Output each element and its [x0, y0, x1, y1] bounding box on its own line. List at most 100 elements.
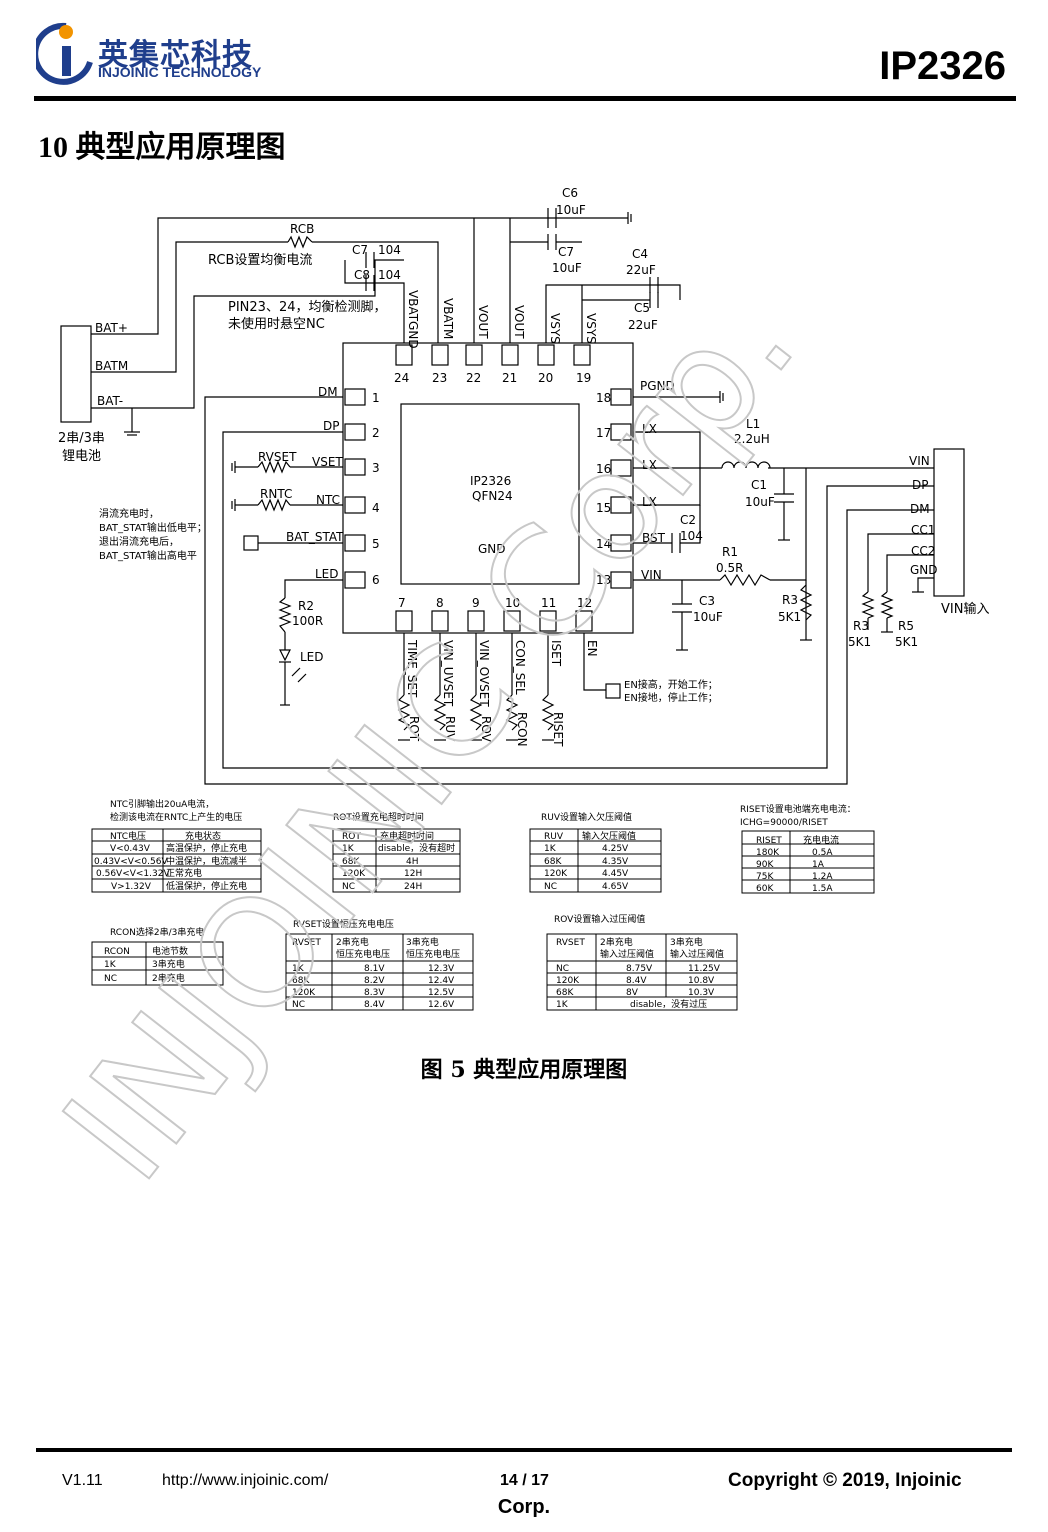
- r3b-label: R3: [853, 619, 869, 633]
- ground-symbols: [124, 212, 924, 741]
- table-rov-cell: 8V: [626, 988, 639, 998]
- logo-dot: [59, 25, 73, 39]
- c7b-value: 10uF: [552, 261, 582, 275]
- table-rvset-cell: 8.3V: [364, 988, 385, 998]
- table-rov-grid: [546, 933, 738, 1011]
- pin-num-11: 11: [541, 596, 556, 610]
- footer-url[interactable]: http://www.injoinic.com/: [162, 1472, 329, 1489]
- pin-name-7: TIME_SET: [405, 639, 419, 698]
- table-rvset-cell: 8.1V: [364, 964, 385, 974]
- table-rvset-cell: 1K: [292, 964, 305, 974]
- table-ruv-cell: 68K: [544, 857, 562, 867]
- footer-version: V1.11: [62, 1472, 103, 1489]
- table-rot-title: ROT设置充电超时时间: [333, 811, 424, 823]
- pin-num-24: 24: [394, 371, 409, 385]
- table-rvset-cell: 12.6V: [428, 1000, 455, 1010]
- table-riset-title-2: ICHG=90000/RISET: [740, 818, 828, 828]
- pin-num-18: 18: [596, 391, 611, 405]
- table-rov-cell: 1K: [556, 1000, 569, 1010]
- table-ntc-header-0: NTC电压: [110, 830, 146, 842]
- c8-value: 104: [378, 268, 401, 282]
- usb-label-dp: DP: [912, 478, 928, 492]
- pin-num-8: 8: [436, 596, 444, 610]
- wire-cc1: [867, 533, 934, 592]
- resistor-rov-label: ROV: [479, 716, 493, 743]
- wire-led: [284, 579, 343, 598]
- table-ntc-title-1: NTC引脚输出20uA电流，: [110, 798, 214, 810]
- chip-pad: [400, 403, 580, 585]
- usb-label-cc2: CC2: [911, 544, 935, 558]
- c7a-label: C7: [352, 243, 368, 257]
- footer-rule: [36, 1448, 1012, 1452]
- resistor-rcb: [287, 235, 313, 249]
- c4-value: 22uF: [626, 263, 656, 277]
- resistor-ruv-label: RUV: [443, 716, 457, 742]
- table-rot-header-1: 充电超时时间: [380, 830, 434, 842]
- table-ntc-cell: 低温保护，停止充电: [166, 880, 247, 892]
- chip-gnd: GND: [478, 542, 506, 556]
- en-pad: [605, 683, 621, 699]
- wire-pin12: [583, 633, 606, 691]
- pin-num-10: 10: [505, 596, 520, 610]
- inductor-l1: [721, 461, 771, 469]
- r5-value: 5K1: [895, 635, 918, 649]
- pin-pads: [344, 344, 632, 632]
- table-rov-cell: 10.8V: [688, 976, 715, 986]
- r2-label: R2: [298, 599, 314, 613]
- table-rvset-cell: 12.3V: [428, 964, 455, 974]
- table-rot-cell: 120K: [342, 869, 366, 879]
- table-rov-cell: 11.25V: [688, 964, 721, 974]
- wire-bat-plus: [91, 217, 628, 335]
- rcb-label: RCB: [290, 222, 314, 236]
- resistor-r5: [880, 591, 894, 619]
- c7a-value: 104: [378, 243, 401, 257]
- table-ruv-header-0: RUV: [544, 832, 564, 842]
- c6-value: 10uF: [556, 203, 586, 217]
- table-riset-title-1: RISET设置电池端充电电流：: [740, 803, 856, 815]
- c5-label: C5: [634, 301, 650, 315]
- table-rot-cell: 4H: [406, 857, 419, 867]
- table-ntc-cell: 0.43V<V<0.56V: [94, 857, 168, 867]
- resistor-riset-label: RISET: [551, 712, 565, 747]
- table-rvset-header-2: 3串充电恒压充电电压: [406, 936, 460, 960]
- resistor-r3b: [861, 591, 875, 619]
- table-rvset-cell: 8.2V: [364, 976, 385, 986]
- pin-num-13: 13: [596, 573, 611, 587]
- table-riset-cell: 1A: [812, 860, 825, 870]
- rntc-label: RNTC: [260, 487, 292, 501]
- table-rvset-grid: [285, 933, 474, 1011]
- r1-label: R1: [722, 545, 738, 559]
- chip-name: IP2326: [470, 474, 511, 488]
- c8-label: C8: [354, 268, 370, 282]
- pin-num-21: 21: [502, 371, 517, 385]
- pin-num-16: 16: [596, 462, 611, 476]
- pin-num-5: 5: [372, 537, 380, 551]
- en-note-2: EN接地，停止工作；: [624, 691, 718, 704]
- en-note-1: EN接高，开始工作；: [624, 678, 718, 691]
- r3a-label: R3: [782, 593, 798, 607]
- table-riset-grid: [741, 830, 875, 894]
- pin-num-19: 19: [576, 371, 591, 385]
- table-riset-header-1: 充电电流: [803, 834, 839, 846]
- pin-name-18: PGND: [640, 379, 675, 393]
- pin-name-22: VOUT: [476, 305, 490, 339]
- usb-label-vin: VIN: [909, 454, 930, 468]
- table-ntc-cell: V<0.43V: [110, 844, 151, 854]
- table-rot-cell: 68K: [342, 857, 360, 867]
- table-riset-cell: 180K: [756, 848, 780, 858]
- table-rvset-cell: 12.4V: [428, 976, 455, 986]
- table-rvset-cell: NC: [292, 1000, 305, 1010]
- resistor-rntc: [257, 498, 291, 512]
- table-riset-cell: 75K: [756, 872, 774, 882]
- led-diode: [279, 649, 291, 662]
- table-rvset-cell: 8.4V: [364, 1000, 385, 1010]
- led-label: LED: [300, 650, 324, 664]
- trickle-note-4: BAT_STAT输出高电平: [99, 549, 197, 562]
- table-ntc-cell: 正常充电: [166, 867, 202, 879]
- r3a-value: 5K1: [778, 610, 801, 624]
- pin-name-20: VSYS: [548, 313, 562, 344]
- table-rcon-header-0: RCON: [104, 947, 130, 957]
- r3b-value: 5K1: [848, 635, 871, 649]
- trickle-note-3: 退出涓流充电后，: [99, 535, 179, 548]
- logo-text-cn: 英集芯科技: [98, 38, 253, 73]
